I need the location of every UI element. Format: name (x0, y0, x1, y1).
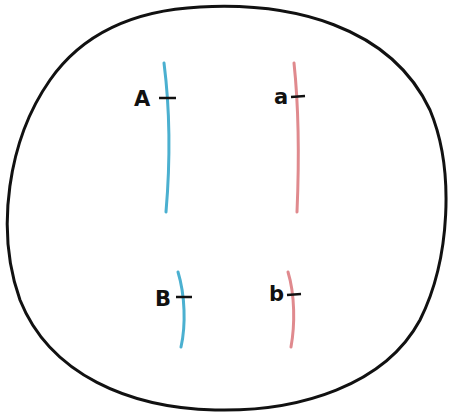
allele-label: a (274, 87, 288, 108)
allele-label: A (134, 89, 150, 110)
allele-label: B (155, 289, 171, 310)
chromosome-long-pink (294, 63, 298, 212)
locus-tick (176, 296, 192, 299)
cell-membrane (7, 6, 446, 410)
chromosome-long-blue (164, 63, 169, 212)
locus-tick (287, 294, 301, 295)
locus-tick (291, 96, 305, 97)
chromosome-short-pink (288, 272, 294, 347)
allele-label: b (269, 284, 284, 305)
locus-tick (159, 97, 176, 100)
chromosome-short-blue (178, 272, 184, 347)
